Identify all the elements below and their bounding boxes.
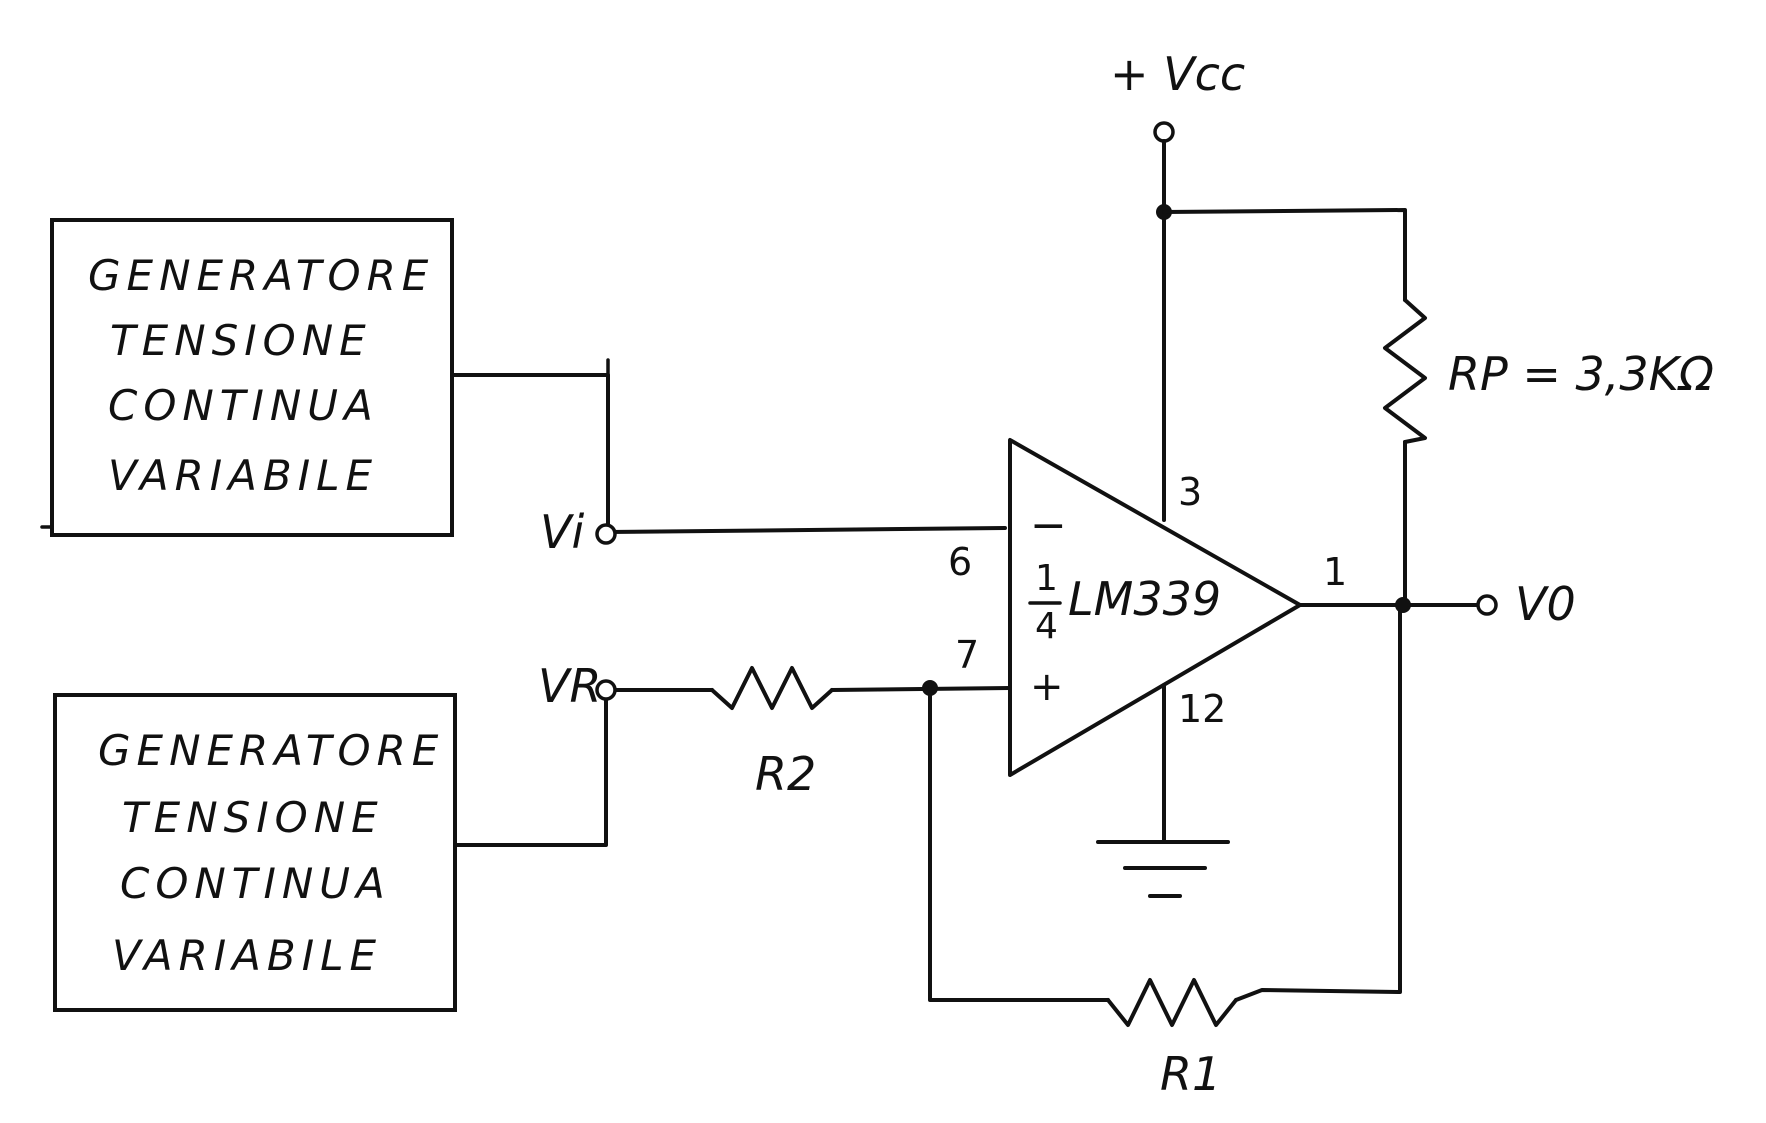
comparator-lm339: − + 1 4 LM339 6 7 3 12 1 xyxy=(948,438,1347,777)
vo-terminal xyxy=(1476,594,1498,616)
generator-top-line-4: VARIABILE xyxy=(108,451,378,500)
resistor-rp: RP = 3,3KΩ xyxy=(1383,298,1714,607)
generator-bottom-line-4: VARIABILE xyxy=(112,931,382,980)
generator-bottom-line-1: GENERATORE xyxy=(98,726,444,775)
r2-label: R2 xyxy=(755,747,816,801)
pin-1-label: 1 xyxy=(1323,550,1347,594)
rp-label: RP = 3,3KΩ xyxy=(1448,347,1714,401)
pin-3-label: 3 xyxy=(1178,470,1202,514)
vr-wiring: VR xyxy=(453,659,714,847)
feedback-network: R1 xyxy=(922,603,1402,1101)
vi-wiring: Vi xyxy=(450,358,1007,559)
generator-top-line-1: GENERATORE xyxy=(88,251,434,300)
vi-terminal xyxy=(595,523,617,545)
generator-top-box xyxy=(50,218,454,537)
inverting-sign: − xyxy=(1030,500,1067,551)
vi-label: Vi xyxy=(540,505,584,559)
pin-12-label: 12 xyxy=(1178,687,1226,731)
resistor-r2: R2 xyxy=(710,666,1012,801)
ground-symbol xyxy=(1096,683,1230,898)
generator-bottom-line-3: CONTINUA xyxy=(120,859,391,908)
comparator-triangle xyxy=(1008,438,1302,777)
comparator-part-number: LM339 xyxy=(1068,572,1221,626)
vo-label: V0 xyxy=(1515,577,1576,631)
supply-rail: + Vcc xyxy=(1110,47,1407,522)
vr-terminal xyxy=(595,679,617,701)
generator-top-line-3: CONTINUA xyxy=(108,381,379,430)
output-wiring: V0 xyxy=(1298,577,1576,631)
generator-bottom-box xyxy=(53,693,457,1012)
generator-bottom-block: GENERATORE TENSIONE CONTINUA VARIABILE xyxy=(53,693,457,1012)
generator-bottom-line-2: TENSIONE xyxy=(122,793,384,842)
fraction-denominator: 4 xyxy=(1035,606,1058,647)
junction-output xyxy=(1395,597,1411,613)
generator-top-block: GENERATORE TENSIONE CONTINUA VARIABILE xyxy=(40,218,454,537)
noninverting-sign: + xyxy=(1030,664,1064,710)
fraction-numerator: 1 xyxy=(1035,558,1058,599)
pin-6-label: 6 xyxy=(948,540,972,584)
generator-top-line-2: TENSIONE xyxy=(110,316,372,365)
vcc-label: + Vcc xyxy=(1110,47,1245,101)
r1-label: R1 xyxy=(1160,1047,1221,1101)
pin-7-label: 7 xyxy=(955,633,979,677)
vr-label: VR xyxy=(538,659,601,713)
vcc-terminal xyxy=(1153,121,1175,143)
